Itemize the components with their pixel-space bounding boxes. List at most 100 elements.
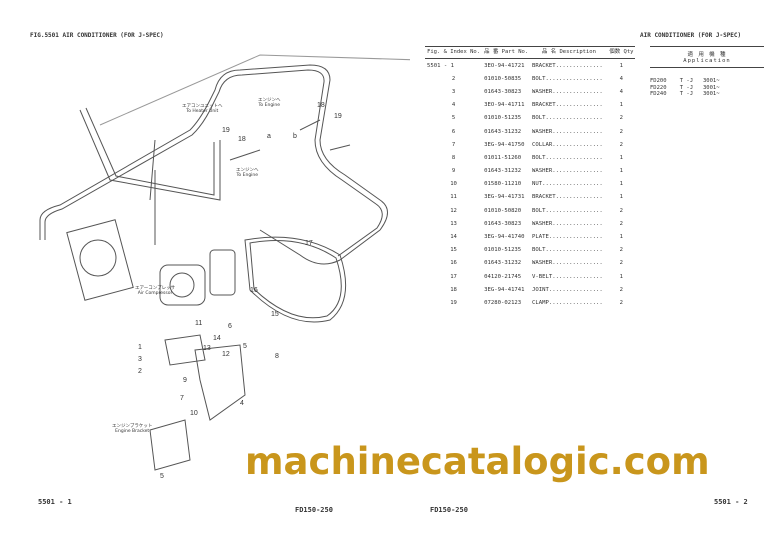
- cell-part-no: 01643-30823: [484, 220, 522, 227]
- cell-part-no: 01643-31232: [484, 168, 522, 175]
- cell-qty: 1: [619, 154, 624, 161]
- cell-qty: 1: [619, 273, 624, 280]
- cell-description: BRACKET..............: [532, 194, 603, 201]
- callout-3: 3: [138, 356, 142, 363]
- cell-part-no: 01010-51235: [484, 247, 522, 254]
- cell-qty: 2: [619, 141, 624, 148]
- exploded-diagram: 18 19 18 19 a b 17 11 14 16 15 13 12 6 5…: [39, 54, 410, 480]
- label-to-engine-2: エンジンへ To Engine: [236, 168, 259, 178]
- cell-qty: 2: [619, 286, 624, 293]
- cell-description: BOLT.................: [532, 154, 603, 161]
- callout-19b: 19: [222, 127, 230, 134]
- cell-qty: 4: [619, 88, 624, 95]
- cell-index: 3: [451, 88, 456, 95]
- col-description: 品 名 Description: [530, 46, 608, 59]
- callout-14: 14: [213, 335, 221, 342]
- callout-2: 2: [138, 368, 142, 375]
- cell-description: V-BELT...............: [532, 273, 603, 280]
- parts-table: Fig. & Index No. 品 番 Part No. 品 名 Descri…: [425, 46, 635, 310]
- cell-qty: 2: [619, 247, 624, 254]
- cell-description: BRACKET..............: [532, 102, 603, 109]
- cell-description: PLATE................: [532, 234, 603, 241]
- cell-qty: 2: [619, 128, 624, 135]
- cell-qty: 2: [619, 115, 624, 122]
- cell-index: 6: [451, 128, 456, 135]
- callout-9: 9: [183, 377, 187, 384]
- label-to-heater: エアコンユニットへ To Heater Unit: [182, 104, 223, 114]
- cell-index: 14: [450, 234, 457, 241]
- cell-index: 2: [451, 75, 456, 82]
- cell-index: 18: [450, 286, 457, 293]
- cell-part-no: 3EG-94-41750: [484, 141, 525, 148]
- cell-description: WASHER...............: [532, 88, 603, 95]
- cell-qty: 1: [619, 194, 624, 201]
- cell-part-no: 01010-50835: [484, 75, 522, 82]
- cell-part-no: 01011-51260: [484, 154, 522, 161]
- table-row: 15 01010-51235 BOLT................. 2: [425, 244, 635, 257]
- cell-qty: 2: [619, 299, 624, 306]
- cell-description: BOLT.................: [532, 115, 603, 122]
- cell-index: 9: [451, 168, 456, 175]
- table-row: 6 01643-31232 WASHER............... 2: [425, 125, 635, 138]
- cell-qty: 2: [619, 260, 624, 267]
- cell-description: WASHER...............: [532, 220, 603, 227]
- cell-description: BOLT.................: [532, 207, 603, 214]
- cell-index: 11: [450, 194, 457, 201]
- col-part-no: 品 番 Part No.: [482, 46, 531, 59]
- callout-13: 13: [203, 345, 211, 352]
- cell-part-no: 01580-11210: [484, 181, 522, 188]
- cell-description: WASHER...............: [532, 128, 603, 135]
- cell-qty: 1: [619, 234, 624, 241]
- cell-index: 19: [450, 299, 457, 306]
- table-row: 3 01643-30823 WASHER............... 4: [425, 85, 635, 98]
- cell-qty: 1: [619, 62, 624, 69]
- cell-description: BOLT.................: [532, 247, 603, 254]
- callout-b: b: [293, 133, 297, 140]
- cell-index: 15: [450, 247, 457, 254]
- cell-index: 13: [450, 220, 457, 227]
- callout-6: 6: [228, 323, 232, 330]
- application-block: 適 用 機 種 Application FD200 T -J 3001~ FD2…: [650, 46, 764, 98]
- cell-description: COLLAR...............: [532, 141, 603, 148]
- cell-qty: 2: [619, 207, 624, 214]
- callout-11: 11: [195, 320, 202, 327]
- callout-17: 17: [305, 240, 313, 247]
- callout-a: a: [267, 133, 271, 140]
- table-row: 13 01643-30823 WASHER............... 2: [425, 217, 635, 230]
- callout-1: 1: [138, 344, 142, 351]
- cell-description: BOLT.................: [532, 75, 603, 82]
- cell-part-no: 01643-31232: [484, 128, 522, 135]
- callout-5b: 5: [160, 473, 164, 480]
- cell-part-no: 01010-50820: [484, 207, 522, 214]
- cell-qty: 2: [619, 220, 624, 227]
- cell-index: 16: [450, 260, 457, 267]
- left-model: FD150-250: [295, 506, 333, 514]
- cell-part-no: 01643-31232: [484, 260, 522, 267]
- callout-7: 7: [180, 395, 184, 402]
- cell-description: CLAMP................: [532, 299, 603, 306]
- cell-index: 10: [450, 181, 457, 188]
- callout-4: 4: [240, 400, 244, 407]
- cell-part-no: 01643-30823: [484, 88, 522, 95]
- cell-part-no: 01010-51235: [484, 115, 522, 122]
- callout-10: 10: [190, 410, 198, 417]
- application-lines: FD200 T -J 3001~ FD220 T -J 3001~ FD240 …: [650, 78, 720, 97]
- cell-part-no: 3EG-94-41731: [484, 194, 525, 201]
- label-to-engine-1: エンジンへ To Engine: [258, 98, 281, 108]
- label-engine-bracket: エンジンブラケット Engine Bracket: [112, 424, 153, 434]
- cell-index: 7: [451, 141, 456, 148]
- label-air-compressor: エアーコンプレッサ Air Compressor: [135, 286, 176, 296]
- callout-15: 15: [271, 311, 279, 318]
- cell-description: WASHER...............: [532, 168, 603, 175]
- right-page-number: 5501 - 2: [714, 498, 748, 506]
